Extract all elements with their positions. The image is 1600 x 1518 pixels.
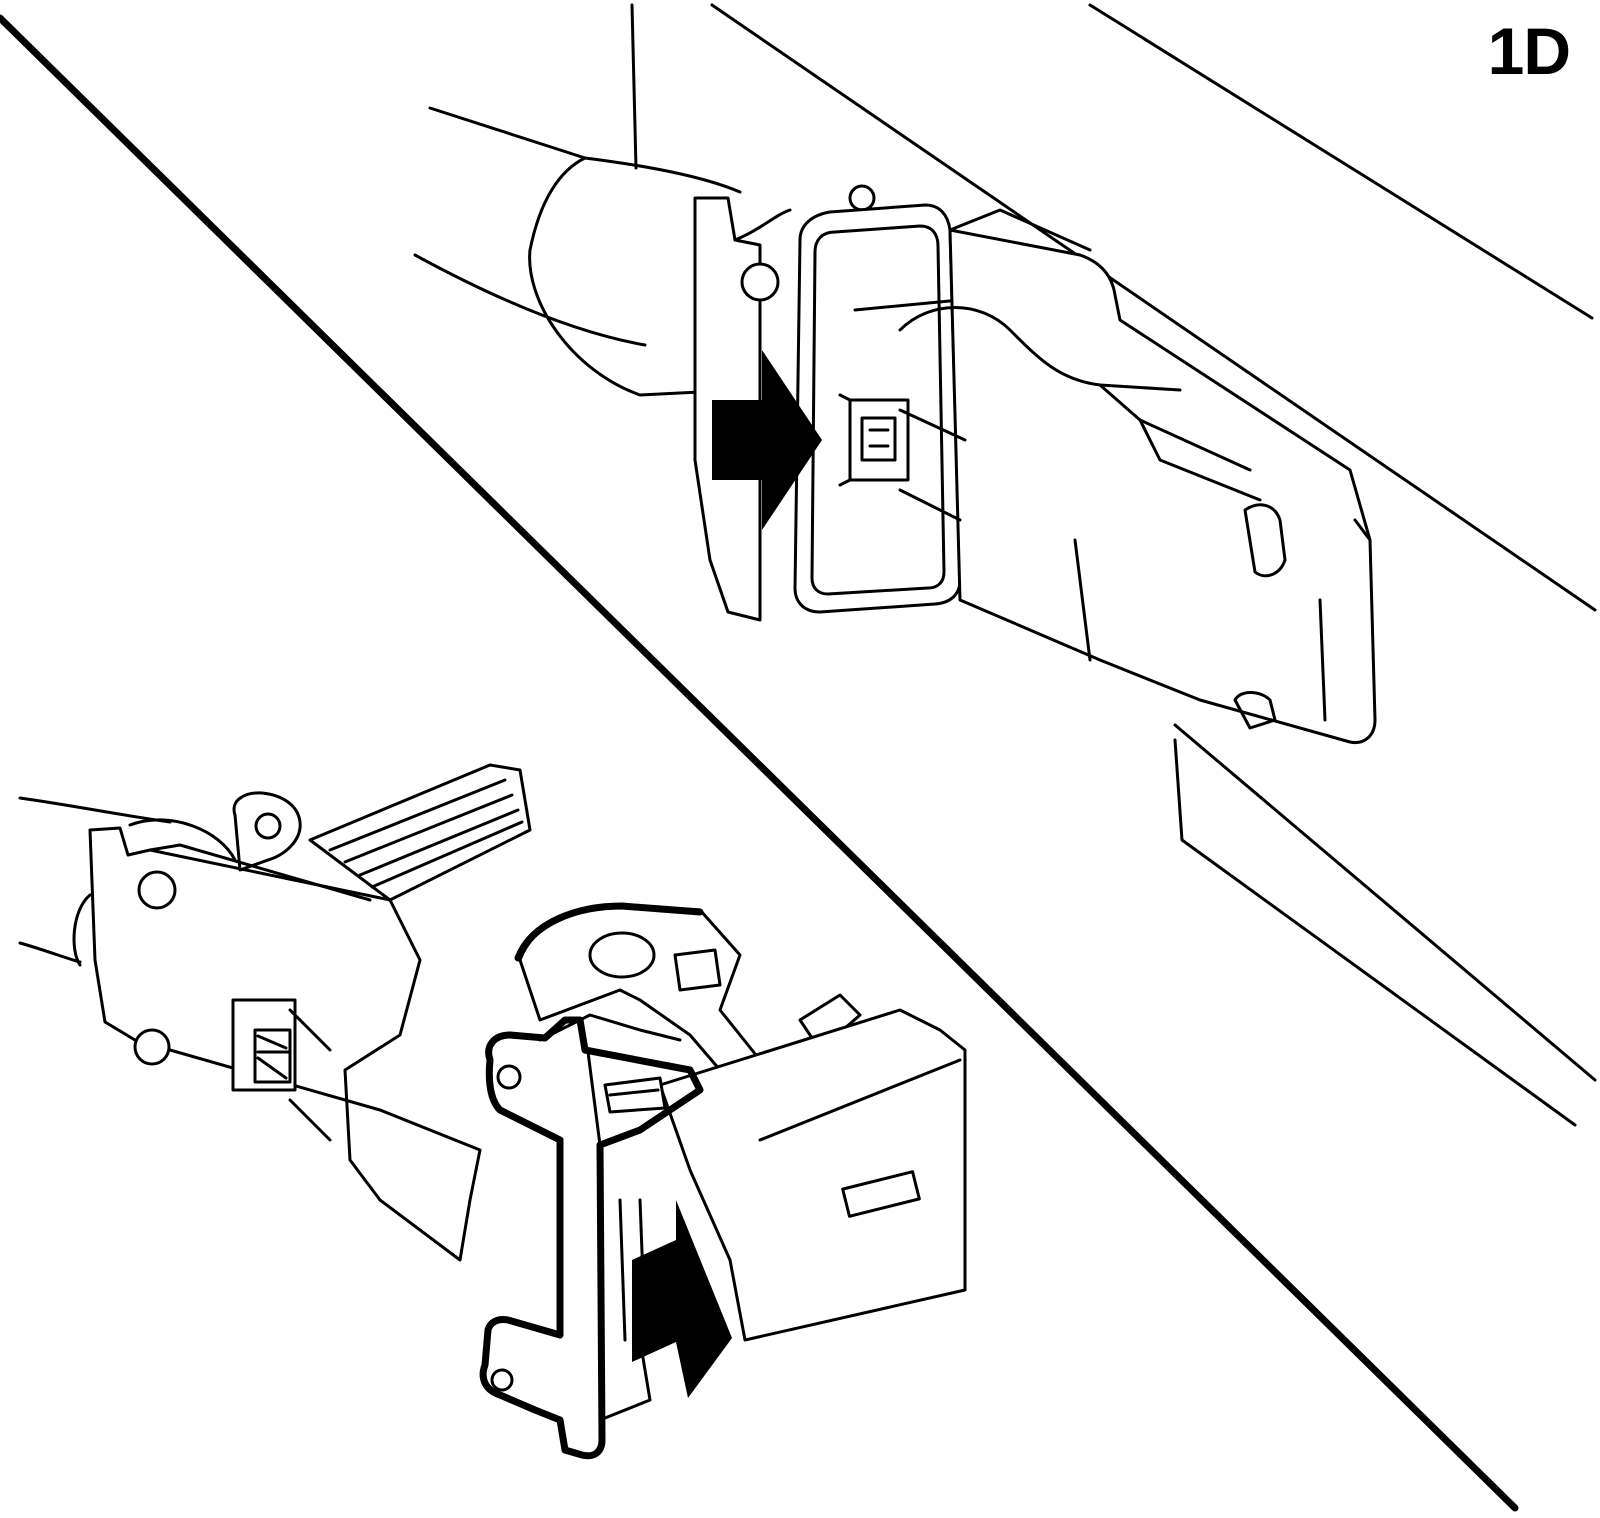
mount-hole bbox=[133, 1028, 171, 1066]
release-slot bbox=[841, 1170, 921, 1218]
connector-body-upper bbox=[838, 208, 1377, 745]
mount-hole bbox=[137, 870, 177, 910]
latch-window bbox=[848, 398, 910, 482]
lever-bracket bbox=[479, 1013, 704, 1460]
lock-lever bbox=[514, 902, 862, 1072]
connector-housing-lower bbox=[88, 791, 482, 1262]
connector-front-lower bbox=[658, 1008, 967, 1342]
wire-harness-upper bbox=[413, 106, 742, 397]
upper-view bbox=[413, 3, 1597, 1127]
push-in-arrow-icon bbox=[712, 350, 822, 530]
pull-lock-arrow-icon bbox=[632, 1200, 732, 1398]
ribbed-cover bbox=[308, 763, 532, 902]
mounting-panel bbox=[630, 3, 1597, 1127]
wire-harness-lower bbox=[18, 796, 237, 967]
lower-view bbox=[18, 763, 967, 1460]
figure-label: 1D bbox=[1487, 14, 1571, 88]
mount-hole bbox=[740, 262, 780, 302]
latch-window bbox=[231, 998, 297, 1092]
separator-line bbox=[0, 14, 1519, 1512]
